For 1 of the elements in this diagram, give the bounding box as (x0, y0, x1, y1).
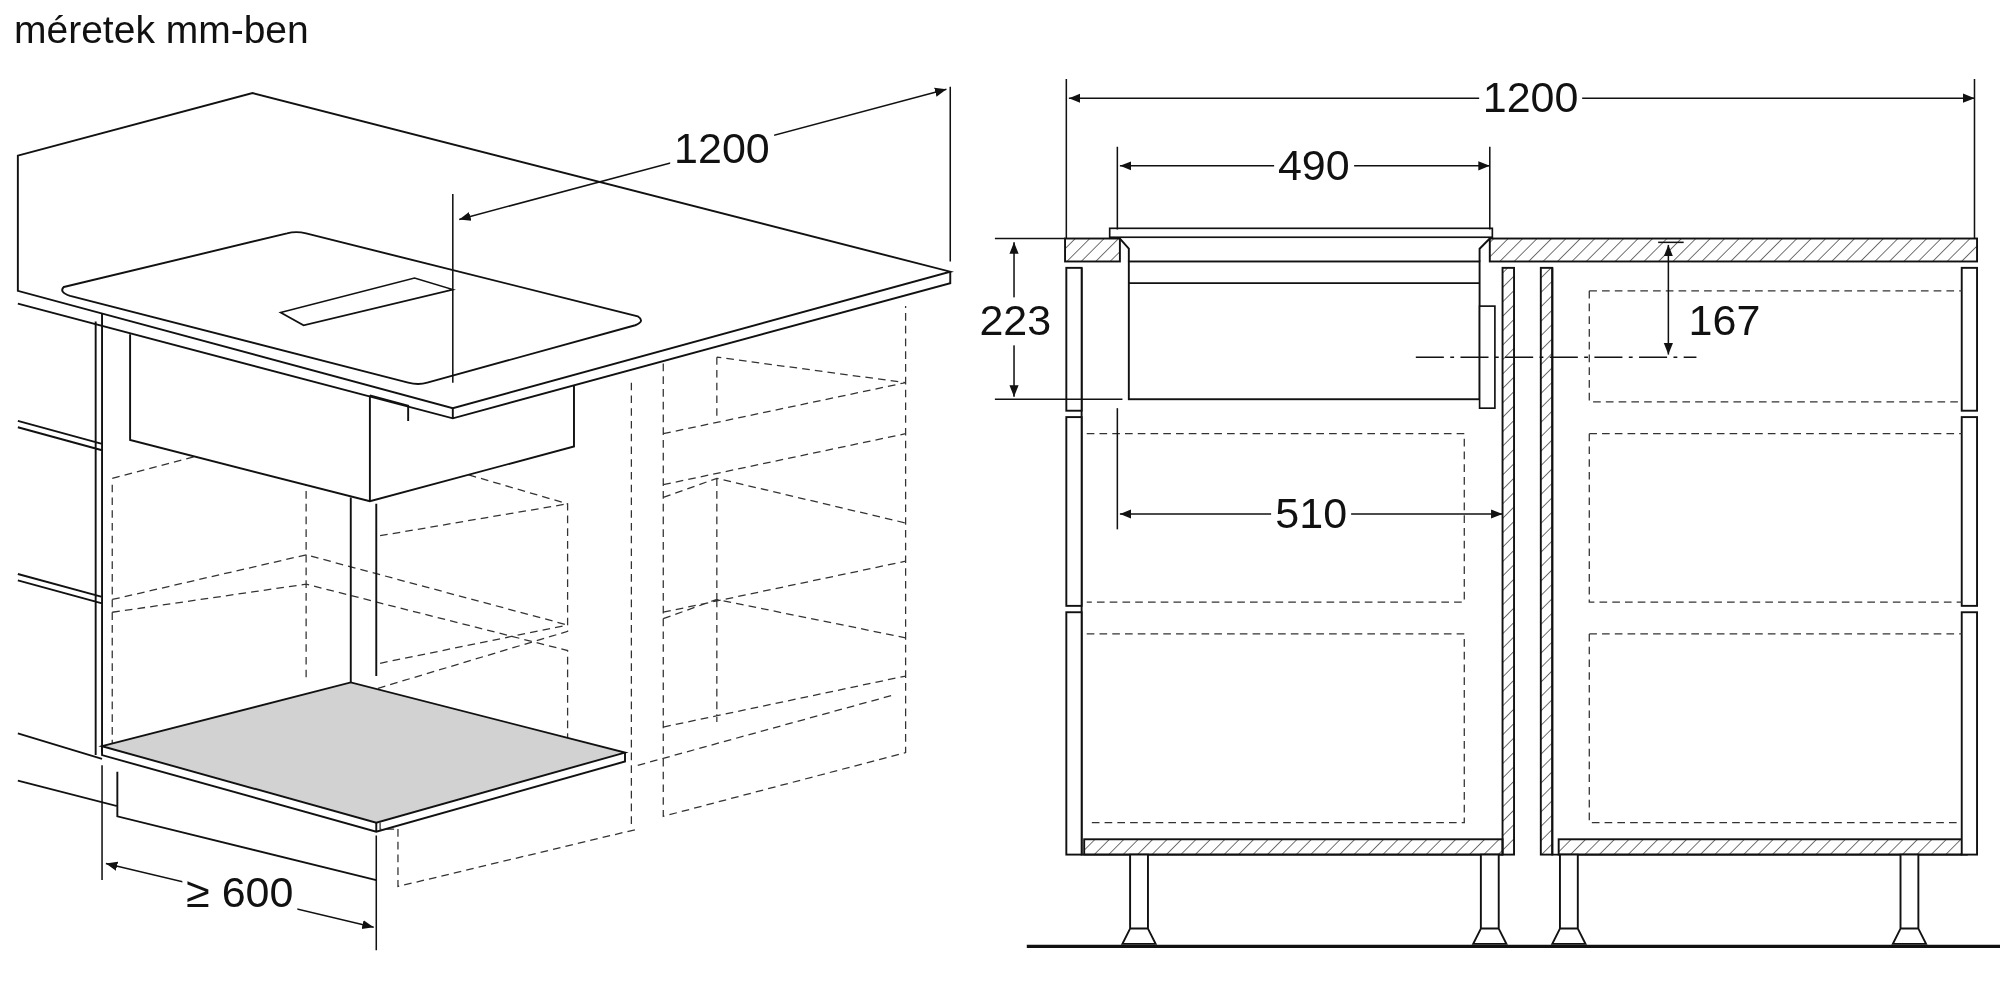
units-note: méretek mm-ben (14, 8, 309, 52)
